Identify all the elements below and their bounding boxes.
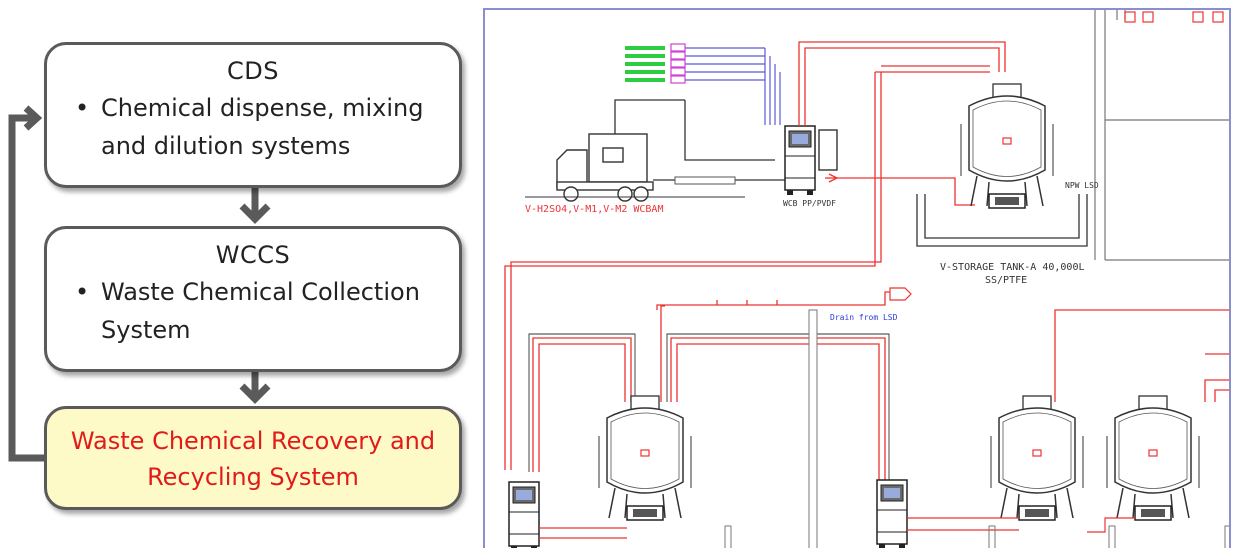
npw-label: NPW LSD xyxy=(1065,181,1099,190)
piping-drawing-svg: V-H2SO4,V-M1,V-M2 WCBAM WCB PP/PVDF NPW … xyxy=(504,10,1229,548)
wccs-bullets: Waste Chemical Collection System xyxy=(47,273,459,349)
truck-label: V-H2SO4,V-M1,V-M2 WCBAM xyxy=(525,204,663,215)
wcb-label: WCB PP/PVDF xyxy=(783,199,836,208)
wccs-bullet: Waste Chemical Collection System xyxy=(75,273,459,349)
drain-label: Drain from LSD xyxy=(830,313,898,322)
cds-title: CDS xyxy=(227,57,279,85)
wccs-box: WCCS Waste Chemical Collection System xyxy=(44,226,462,372)
wccs-title: WCCS xyxy=(215,241,291,269)
tank-label-1: V-STORAGE TANK-A 40,000L xyxy=(940,262,1085,273)
recovery-box: Waste Chemical Recovery and Recycling Sy… xyxy=(44,406,462,510)
tank-label-2: SS/PTFE xyxy=(985,275,1027,286)
cds-box: CDS Chemical dispense, mixing and diluti… xyxy=(44,42,462,188)
flow-connectors xyxy=(8,105,271,462)
piping-drawing: V-H2SO4,V-M1,V-M2 WCBAM WCB PP/PVDF NPW … xyxy=(483,8,1231,548)
recovery-title-line2: Recycling System xyxy=(147,463,359,491)
cds-bullet: Chemical dispense, mixing and dilution s… xyxy=(75,89,459,165)
cds-bullets: Chemical dispense, mixing and dilution s… xyxy=(47,89,459,165)
recovery-title-line1: Waste Chemical Recovery and xyxy=(70,427,436,455)
